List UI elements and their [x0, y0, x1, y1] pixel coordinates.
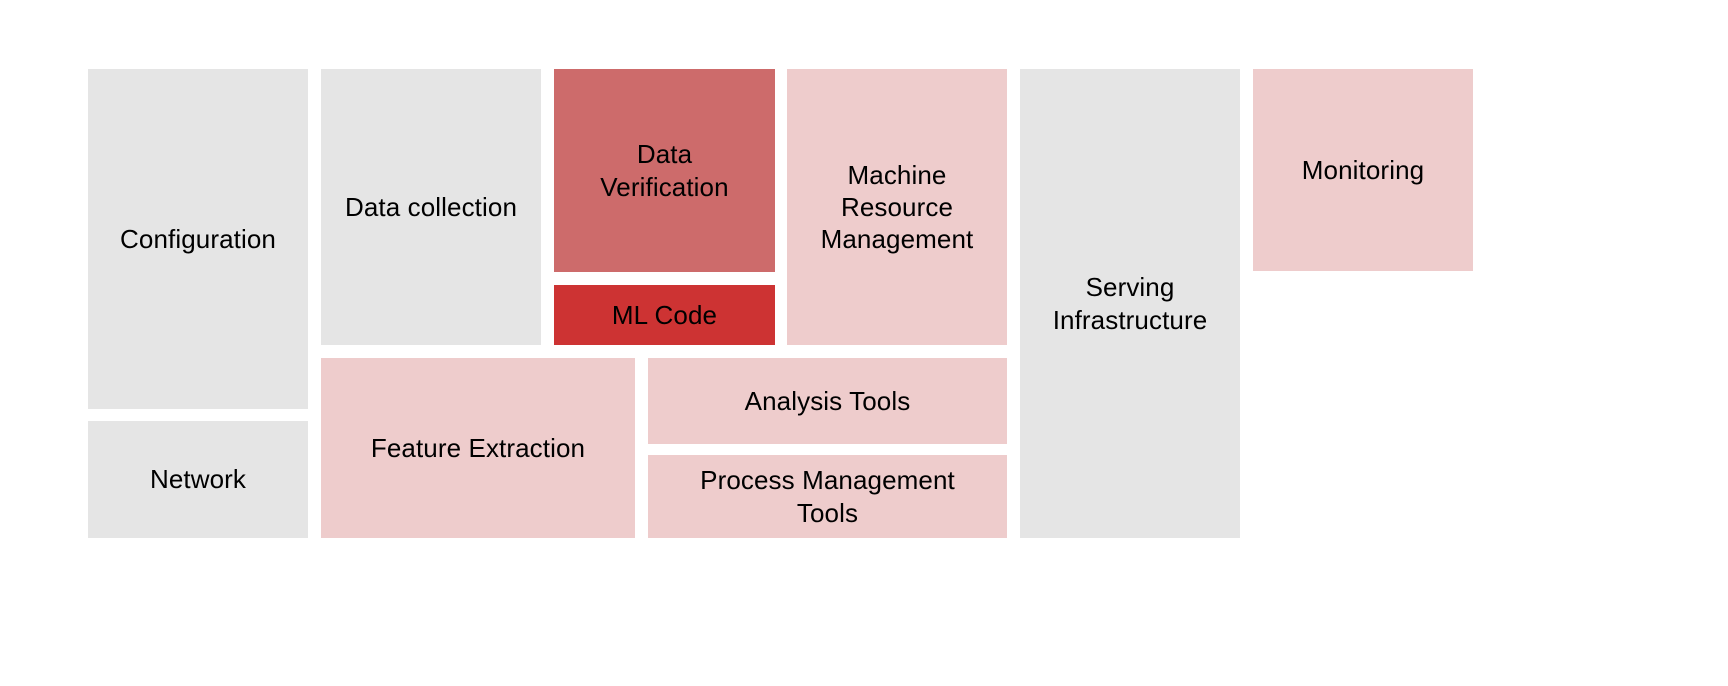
treemap-tile-label: Configuration	[120, 223, 276, 254]
treemap-tile-monitoring[interactable]: Monitoring	[1253, 69, 1473, 271]
treemap-tile-label: ML Code	[611, 299, 718, 330]
treemap-tile-data-verification[interactable]: Data Verification	[554, 69, 775, 272]
treemap-tile-label: Machine Resource Management	[820, 159, 974, 255]
treemap-tile-label: Network	[149, 464, 247, 495]
treemap-tile-configuration[interactable]: Configuration	[88, 69, 308, 409]
treemap-tile-process-management-tools[interactable]: Process Management Tools	[648, 455, 1007, 538]
treemap-tile-data-collection[interactable]: Data collection	[321, 69, 541, 345]
treemap-tile-label: Analysis Tools	[744, 385, 911, 416]
treemap-tile-label: Process Management Tools	[700, 465, 955, 528]
treemap-tile-label: Feature Extraction	[370, 432, 586, 463]
treemap-tile-analysis-tools[interactable]: Analysis Tools	[648, 358, 1007, 444]
treemap-tile-label: Data Verification	[600, 139, 729, 202]
treemap-tile-network[interactable]: Network	[88, 421, 308, 538]
treemap-tile-label: Serving Infrastructure	[1052, 272, 1208, 335]
treemap-tile-ml-code[interactable]: ML Code	[554, 285, 775, 345]
treemap-tile-serving-infrastructure[interactable]: Serving Infrastructure	[1020, 69, 1240, 538]
treemap-tile-label: Monitoring	[1301, 154, 1425, 185]
treemap-tile-feature-extraction[interactable]: Feature Extraction	[321, 358, 635, 538]
treemap-tile-label: Data collection	[344, 191, 518, 222]
treemap-tile-machine-resource-management[interactable]: Machine Resource Management	[787, 69, 1007, 345]
